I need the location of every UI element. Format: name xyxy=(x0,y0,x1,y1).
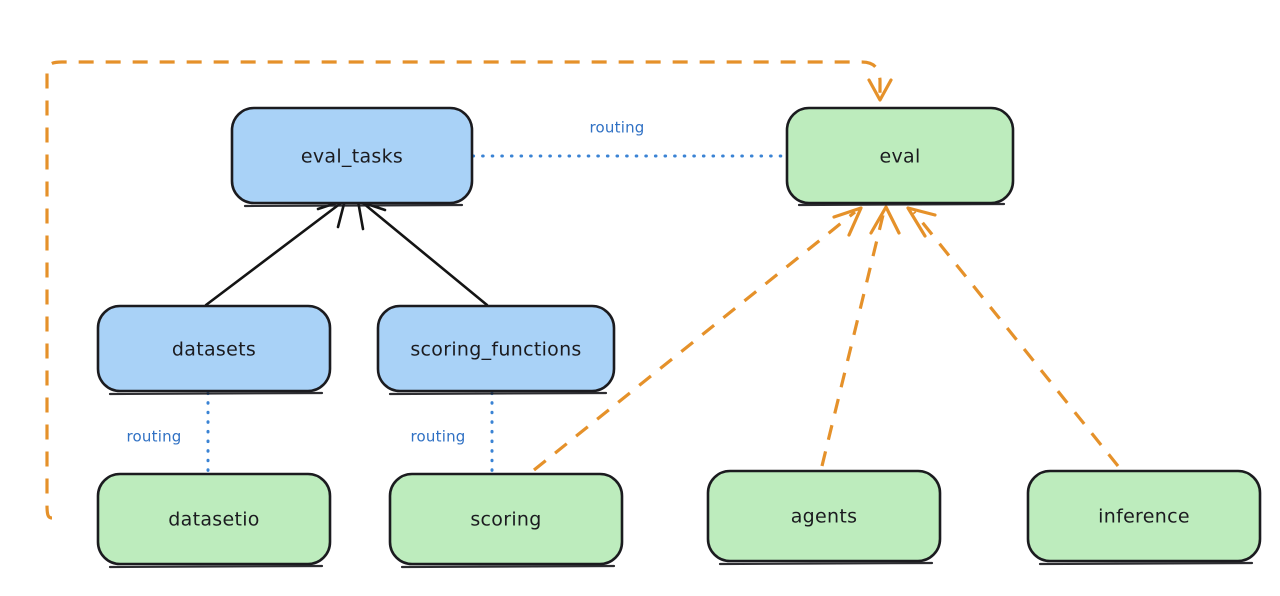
node-scoring_functions-shape[interactable] xyxy=(376,304,616,393)
node-inference-shape[interactable] xyxy=(1026,469,1262,563)
node-inference[interactable]: inference xyxy=(1026,469,1262,566)
node-eval_tasks-label: eval_tasks xyxy=(301,146,403,168)
node-scoring_functions-label: scoring_functions xyxy=(410,339,581,361)
node-datasetio-label: datasetio xyxy=(168,509,259,531)
edge-scoring_functions-to-scoring: routing xyxy=(411,391,494,474)
node-eval-label: eval xyxy=(879,146,920,168)
edge-datasetio-to-eval xyxy=(45,60,893,520)
edge-inference-to-eval xyxy=(906,206,1120,468)
node-eval_tasks-shape[interactable] xyxy=(230,106,474,205)
node-eval_tasks[interactable]: eval_tasks xyxy=(230,106,474,208)
node-agents[interactable]: agents xyxy=(706,469,942,566)
node-scoring-shape[interactable] xyxy=(388,472,624,566)
node-inference-label: inference xyxy=(1098,506,1190,528)
node-datasets-shape[interactable] xyxy=(96,304,332,393)
edge-scoring-to-eval xyxy=(532,206,863,472)
edge-datasets-to-datasetio: routing xyxy=(127,391,210,474)
edge-scoring_functions-to-eval_tasks xyxy=(356,199,489,307)
node-agents-label: agents xyxy=(791,506,858,528)
node-agents-shape[interactable] xyxy=(706,469,942,563)
edge-label-routing-datasetio: routing xyxy=(127,428,182,446)
node-scoring-label: scoring xyxy=(470,509,541,531)
edge-agents-to-eval xyxy=(820,205,901,467)
node-datasets-label: datasets xyxy=(172,339,256,361)
edge-datasets-to-eval_tasks xyxy=(204,198,347,307)
node-datasets[interactable]: datasets xyxy=(96,304,332,396)
node-scoring[interactable]: scoring xyxy=(388,472,624,569)
edge-eval_tasks-to-eval: routing xyxy=(471,119,788,158)
node-scoring_functions[interactable]: scoring_functions xyxy=(376,304,616,396)
node-eval[interactable]: eval xyxy=(785,106,1015,207)
edge-label-routing-eval: routing xyxy=(590,119,645,137)
node-datasetio[interactable]: datasetio xyxy=(96,472,332,569)
node-datasetio-shape[interactable] xyxy=(96,472,332,566)
node-eval-shape[interactable] xyxy=(785,106,1015,205)
edge-label-routing-scoring: routing xyxy=(411,428,466,446)
